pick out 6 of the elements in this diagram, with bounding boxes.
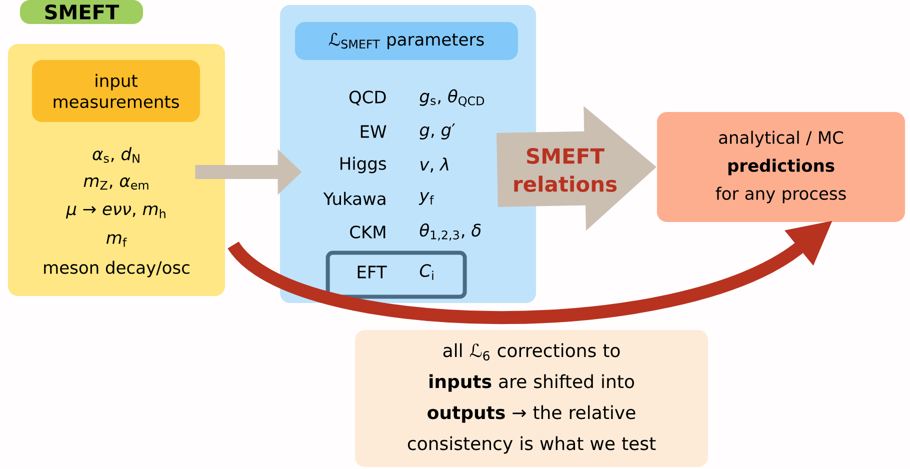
header-box: input measurements: [32, 60, 200, 122]
note-box: all ℒ$_{6}$ corrections to inputs are shifted into outputs → the relative consistency is what we test: [355, 330, 708, 467]
header-box: ℒ$_{SMEFT}$ parameters: [295, 22, 518, 60]
highlight-box: EFT C$_{i}$: [326, 250, 467, 299]
title-box: SMEFT: [20, 0, 143, 24]
prediction-box: analytical / MC predictions for any process: [657, 112, 905, 222]
